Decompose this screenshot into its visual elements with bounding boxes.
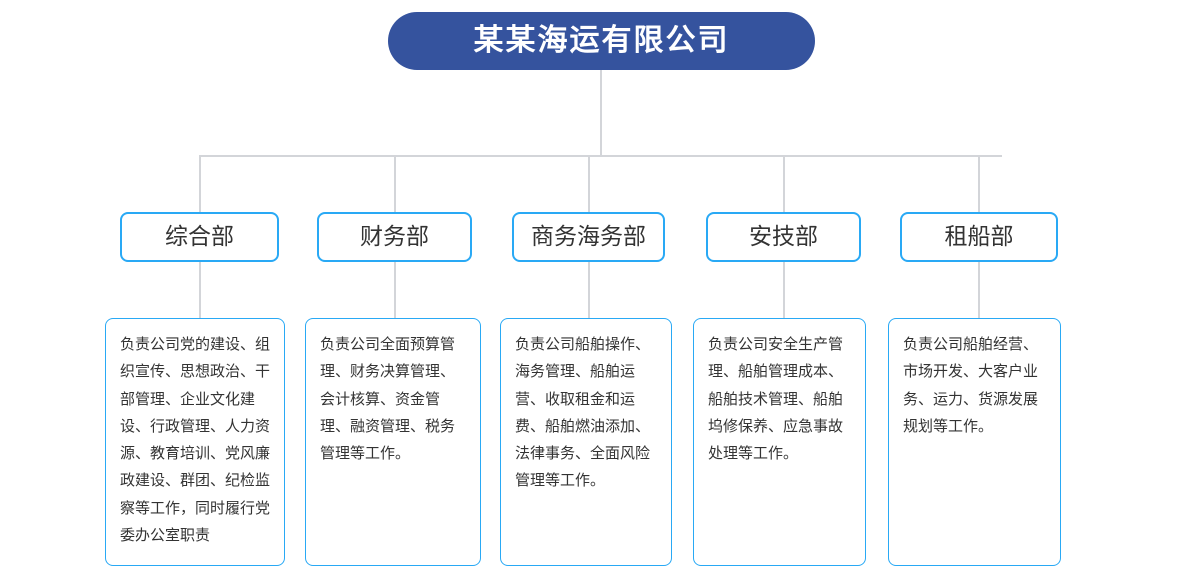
connector-branch-3 [588, 155, 590, 212]
connector-desc-4 [783, 262, 785, 318]
dept-description-box-3: 负责公司船舶操作、海务管理、船舶运营、收取租金和运费、船舶燃油添加、法律事务、全… [500, 318, 672, 566]
dept-label-3: 商务海务部 [531, 223, 646, 250]
dept-node-1[interactable]: 综合部 [120, 212, 279, 262]
dept-description-text-1: 负责公司党的建设、组织宣传、思想政治、干部管理、企业文化建设、行政管理、人力资源… [120, 335, 271, 545]
connector-branch-5 [978, 155, 980, 212]
dept-node-4[interactable]: 安技部 [706, 212, 861, 262]
dept-description-text-2: 负责公司全面预算管理、财务决算管理、会计核算、资金管理、融资管理、税务管理等工作… [320, 335, 456, 463]
connector-desc-3 [588, 262, 590, 318]
dept-description-text-4: 负责公司安全生产管理、船舶管理成本、船舶技术管理、船舶坞修保养、应急事故处理等工… [708, 335, 844, 463]
dept-node-3[interactable]: 商务海务部 [512, 212, 665, 262]
dept-description-text-3: 负责公司船舶操作、海务管理、船舶运营、收取租金和运费、船舶燃油添加、法律事务、全… [515, 335, 651, 490]
dept-node-5[interactable]: 租船部 [900, 212, 1058, 262]
company-title-text: 某某海运有限公司 [473, 23, 730, 58]
dept-label-5: 租船部 [944, 223, 1014, 250]
connector-branch-4 [783, 155, 785, 212]
connector-branch-2 [394, 155, 396, 212]
company-title-node: 某某海运有限公司 [388, 12, 815, 70]
connector-branch-1 [199, 155, 201, 212]
dept-node-2[interactable]: 财务部 [317, 212, 472, 262]
dept-label-1: 综合部 [165, 223, 234, 250]
connector-desc-1 [199, 262, 201, 318]
connector-desc-2 [394, 262, 396, 318]
dept-description-box-4: 负责公司安全生产管理、船舶管理成本、船舶技术管理、船舶坞修保养、应急事故处理等工… [693, 318, 866, 566]
dept-label-4: 安技部 [749, 223, 818, 250]
dept-description-box-5: 负责公司船舶经营、市场开发、大客户业务、运力、货源发展规划等工作。 [888, 318, 1061, 566]
connector-horizontal-bus [199, 155, 1002, 157]
connector-desc-5 [978, 262, 980, 318]
dept-description-text-5: 负责公司船舶经营、市场开发、大客户业务、运力、货源发展规划等工作。 [903, 335, 1039, 435]
dept-description-box-1: 负责公司党的建设、组织宣传、思想政治、干部管理、企业文化建设、行政管理、人力资源… [105, 318, 285, 566]
dept-label-2: 财务部 [360, 223, 429, 250]
dept-description-box-2: 负责公司全面预算管理、财务决算管理、会计核算、资金管理、融资管理、税务管理等工作… [305, 318, 481, 566]
connector-root-vertical [600, 70, 602, 156]
